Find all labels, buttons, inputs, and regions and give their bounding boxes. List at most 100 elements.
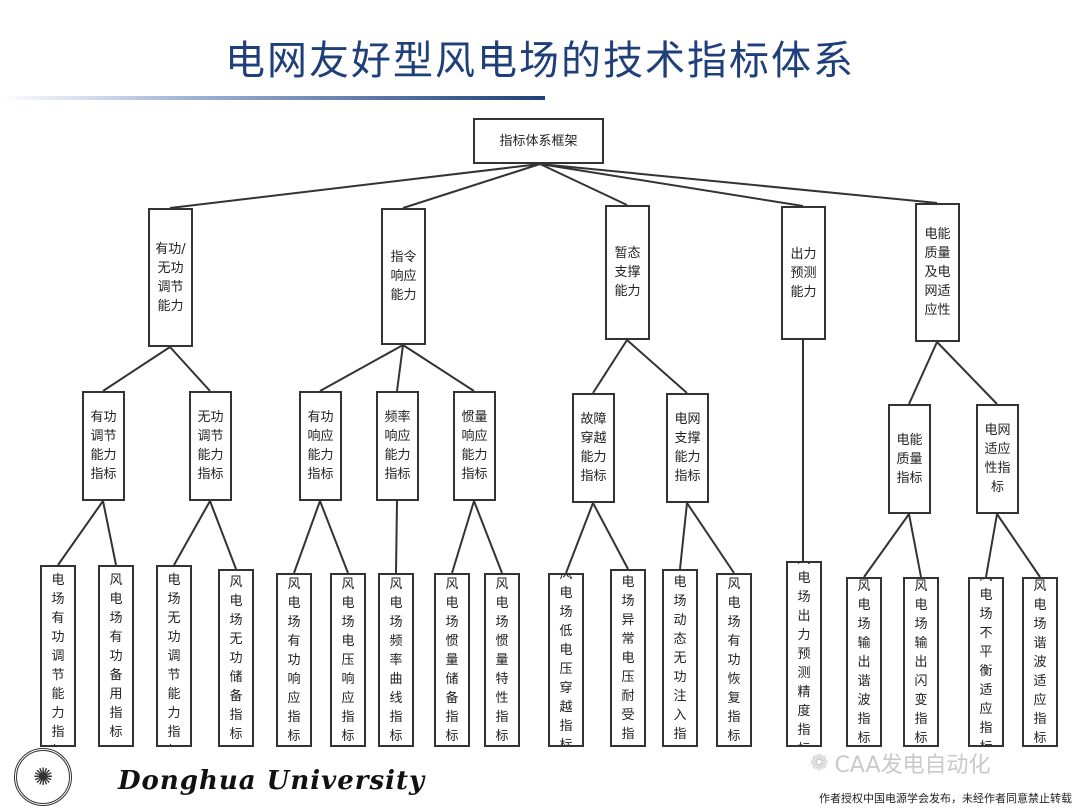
node-label: 电网 适应 性指 标 xyxy=(984,423,1011,495)
connector-line xyxy=(679,502,688,570)
connector-line xyxy=(451,500,475,574)
leaf-voltage-response: 风 电 场 电 压 响 应 指 标 xyxy=(330,573,366,747)
connector-line xyxy=(996,513,1041,578)
node-label: 惯量 响应 能力 指标 xyxy=(461,410,488,482)
node-reactive-regulation-index: 无功 调节 能力 指标 xyxy=(189,391,232,501)
connector-line xyxy=(936,341,998,405)
node-label: 风 电 场 输 出 谐 波 指 标 xyxy=(857,578,871,746)
leaf-inertia-reserve: 风 电 场 惯 量 储 备 指 标 xyxy=(434,573,470,747)
node-label: 风 电 场 动 态 无 功 注 入 指 标 xyxy=(673,574,687,742)
node-grid-support-index: 电网 支撑 能力 指标 xyxy=(666,393,709,503)
connector-line xyxy=(169,346,211,392)
node-label: 风 电 场 频 率 曲 线 指 标 xyxy=(389,576,403,744)
node-label: 指标体系框架 xyxy=(499,133,578,149)
leaf-frequency-curve: 风 电 场 频 率 曲 线 指 标 xyxy=(378,573,414,747)
leaf-active-regulation: 风 电 场 有 功 调 节 能 力 指 标 xyxy=(40,565,76,747)
connector-line xyxy=(863,513,910,578)
node-label: 风 电 场 输 出 闪 变 指 标 xyxy=(914,578,928,746)
node-label: 风 电 场 谐 波 适 应 指 标 xyxy=(1033,578,1047,746)
node-label: 风 电 场 有 功 调 节 能 力 指 标 xyxy=(51,567,65,745)
node-grid-adaptability-index: 电网 适应 性指 标 xyxy=(976,404,1019,514)
node-active-regulation-index: 有功 调节 能力 指标 xyxy=(82,391,125,501)
node-frequency-response-index: 频率 响应 能力 指标 xyxy=(376,391,419,501)
node-label: 风 电 场 低 电 压 穿 越 指 标 xyxy=(559,573,573,747)
node-label: 电能 质量 指标 xyxy=(896,432,923,486)
node-label: 风 电 场 异 常 电 压 耐 受 指 标 xyxy=(621,574,635,742)
leaf-output-forecast-accuracy: 风 电 场 出 力 预 测 精 度 指 标 xyxy=(786,561,822,747)
node-label: 风 电 场 不 平 衡 适 应 指 标 xyxy=(979,579,993,745)
copyright-notice: 作者授权中国电源学会发布，未经作者同意禁止转载 xyxy=(819,792,1072,805)
node-label: 指令 响应 能力 xyxy=(390,250,417,303)
node-label: 频率 响应 能力 指标 xyxy=(384,410,411,482)
leaf-active-reserve: 风 电 场 有 功 备 用 指 标 xyxy=(98,565,134,747)
leaf-abnormal-voltage-tolerance: 风 电 场 异 常 电 压 耐 受 指 标 xyxy=(610,569,646,747)
watermark: ❁ CAA发电自动化 xyxy=(810,747,991,779)
wechat-icon: ❁ xyxy=(810,750,829,776)
connector-line xyxy=(565,502,594,574)
connector-line xyxy=(209,500,237,570)
connector-line xyxy=(539,163,804,207)
connector-line xyxy=(539,163,938,204)
connector-line xyxy=(169,163,541,209)
connector-line xyxy=(102,500,117,566)
node-label: 电网 支撑 能力 指标 xyxy=(674,412,701,484)
node-label: 无功 调节 能力 指标 xyxy=(197,410,224,482)
connector-line xyxy=(293,500,321,574)
leaf-low-voltage-ride-through: 风 电 场 低 电 压 穿 越 指 标 xyxy=(548,573,584,747)
connector-line xyxy=(57,500,104,566)
node-label: 风 电 场 电 压 响 应 指 标 xyxy=(341,576,355,744)
leaf-reactive-regulation: 风 电 场 无 功 调 节 能 力 指 标 xyxy=(156,565,192,747)
connector-line xyxy=(396,344,404,392)
connector-line xyxy=(592,502,629,570)
node-active-response-index: 有功 响应 能力 指标 xyxy=(299,391,342,501)
node-inertia-response-index: 惯量 响应 能力 指标 xyxy=(453,391,496,501)
connector-line xyxy=(985,513,998,578)
node-label: 风 电 场 惯 量 储 备 指 标 xyxy=(445,576,459,744)
node-label: 风 电 场 无 功 调 节 能 力 指 标 xyxy=(167,567,181,745)
node-label: 有功 响应 能力 指标 xyxy=(307,410,334,482)
watermark-text: CAA发电自动化 xyxy=(834,753,991,778)
node-transient-support: 暂态 支撑 能力 xyxy=(605,205,650,340)
connector-line xyxy=(908,513,922,578)
university-seal-icon: ✺ xyxy=(14,748,72,806)
university-name: Donghua University xyxy=(118,766,426,796)
leaf-output-harmonics: 风 电 场 输 出 谐 波 指 标 xyxy=(846,577,882,747)
leaf-output-flicker: 风 电 场 输 出 闪 变 指 标 xyxy=(903,577,939,747)
node-power-quality-index: 电能 质量 指标 xyxy=(888,404,931,514)
node-label: 风 电 场 惯 量 特 性 指 标 xyxy=(495,576,509,744)
connector-line xyxy=(539,163,628,206)
node-label: 有功/ 无功 调节 能力 xyxy=(155,241,186,314)
root-node: 指标体系框架 xyxy=(473,118,604,164)
leaf-dynamic-reactive-injection: 风 电 场 动 态 无 功 注 入 指 标 xyxy=(662,569,698,747)
node-active-reactive-regulation: 有功/ 无功 调节 能力 xyxy=(148,208,193,347)
node-label: 风 电 场 有 功 响 应 指 标 xyxy=(287,576,301,744)
leaf-active-recovery: 风 电 场 有 功 恢 复 指 标 xyxy=(716,573,752,747)
node-label: 出力 预测 能力 xyxy=(790,246,817,300)
leaf-inertia-characteristic: 风 电 场 惯 量 特 性 指 标 xyxy=(484,573,520,747)
node-label: 风 电 场 无 功 储 备 指 标 xyxy=(229,574,243,742)
leaf-active-response: 风 电 场 有 功 响 应 指 标 xyxy=(276,573,312,747)
node-label: 故障 穿越 能力 指标 xyxy=(580,412,607,484)
node-label: 电能 质量 及电 网适 应性 xyxy=(924,227,951,318)
connector-line xyxy=(402,163,541,209)
node-output-forecast: 出力 预测 能力 xyxy=(781,206,826,340)
connector-line xyxy=(908,341,938,405)
connector-line xyxy=(395,500,398,574)
node-label: 风 电 场 有 功 备 用 指 标 xyxy=(109,572,123,740)
leaf-unbalance-adaptation: 风 电 场 不 平 衡 适 应 指 标 xyxy=(968,577,1004,747)
connector-line xyxy=(592,339,628,394)
node-label: 暂态 支撑 能力 xyxy=(614,246,641,299)
title-underline xyxy=(0,96,545,100)
leaf-reactive-reserve: 风 电 场 无 功 储 备 指 标 xyxy=(218,569,254,747)
node-power-quality-grid-adapt: 电能 质量 及电 网适 应性 xyxy=(915,203,960,342)
node-command-response: 指令 响应 能力 xyxy=(381,208,426,345)
connector-line xyxy=(102,346,171,392)
connector-line xyxy=(402,344,475,392)
connector-line xyxy=(319,344,404,392)
leaf-harmonic-adaptation: 风 电 场 谐 波 适 应 指 标 xyxy=(1022,577,1058,747)
node-fault-ride-through-index: 故障 穿越 能力 指标 xyxy=(572,393,615,503)
connector-line xyxy=(173,500,211,566)
node-label: 风 电 场 有 功 恢 复 指 标 xyxy=(727,576,741,744)
node-label: 风 电 场 出 力 预 测 精 度 指 标 xyxy=(797,563,811,745)
